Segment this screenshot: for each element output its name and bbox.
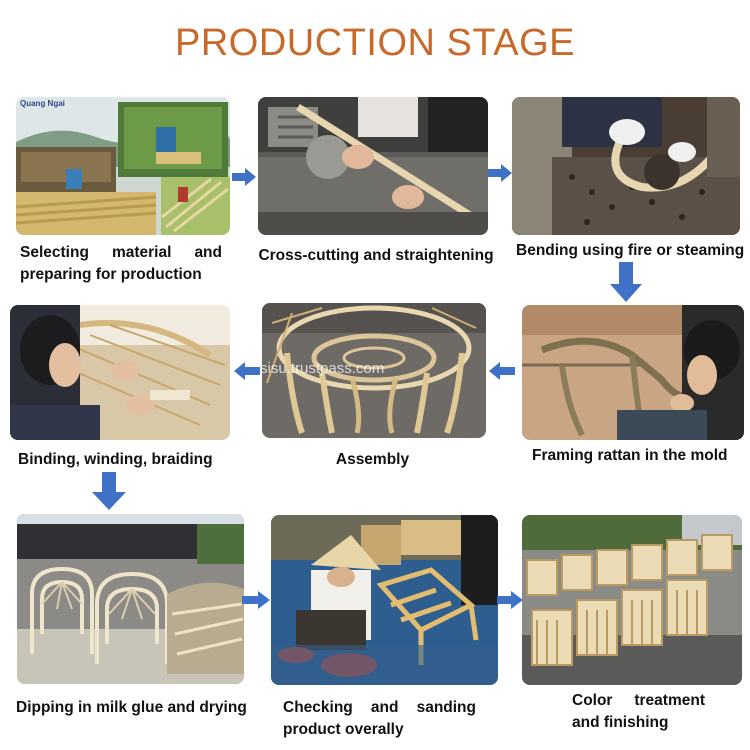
assembly-photo: sisu.trustpass.com bbox=[262, 303, 486, 438]
arrow-right-icon bbox=[242, 591, 270, 609]
step-caption: Selecting material and bbox=[20, 244, 222, 261]
step-caption: Framing rattan in the mold bbox=[532, 447, 728, 464]
watermark-text: sisu.trustpass.com bbox=[262, 360, 385, 377]
bending-photo bbox=[512, 97, 740, 235]
step-caption: preparing for production bbox=[20, 266, 202, 283]
step-caption: Dipping in milk glue and drying bbox=[16, 699, 247, 716]
step-caption: product overally bbox=[283, 721, 404, 738]
step-caption: Cross-cutting and straightening bbox=[258, 247, 494, 264]
drying-photo bbox=[17, 514, 244, 684]
saw-table-photo bbox=[258, 97, 488, 235]
step-caption: Binding, winding, braiding bbox=[18, 451, 213, 468]
step-caption: Color treatment bbox=[572, 692, 705, 709]
finishing-photo bbox=[522, 515, 742, 685]
page-title: PRODUCTION STAGE bbox=[175, 22, 575, 64]
step-caption: Checking and sanding bbox=[283, 699, 476, 716]
binding-photo bbox=[10, 305, 230, 440]
arrow-down-icon bbox=[92, 472, 126, 510]
arrow-right-icon bbox=[232, 168, 256, 186]
mold-photo bbox=[522, 305, 744, 440]
arrow-down-icon bbox=[610, 262, 642, 302]
arrow-right-icon bbox=[497, 591, 523, 609]
logo-text: Quang Ngai bbox=[20, 99, 65, 108]
step-caption: Assembly bbox=[335, 451, 410, 468]
arrow-right-icon bbox=[488, 164, 512, 182]
sanding-photo bbox=[271, 515, 498, 685]
arrow-left-icon bbox=[489, 362, 515, 380]
rattan-field-photo: Quang Ngai bbox=[16, 97, 230, 235]
arrow-left-icon bbox=[234, 362, 260, 380]
step-caption: and finishing bbox=[572, 714, 669, 731]
step-caption: Bending using fire or steaming bbox=[516, 242, 745, 259]
